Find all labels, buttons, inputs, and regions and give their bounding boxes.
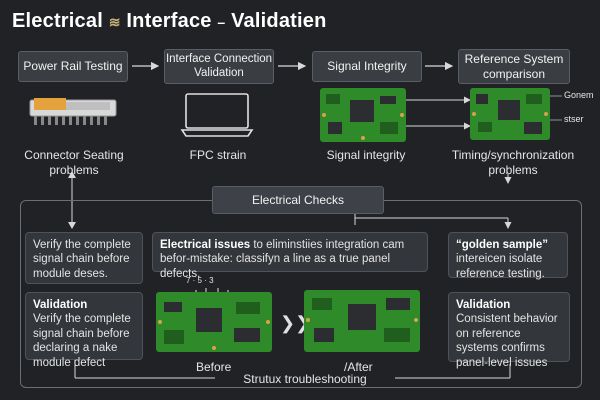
before-label: Before (196, 360, 232, 374)
step-power-rail-testing: Power Rail Testing (18, 51, 128, 82)
title-part-3: Validatien (231, 10, 327, 32)
step-interface-connection-validation: Interface Connection Validation (164, 49, 274, 84)
caption-connector-seating: Connector Seating problems (24, 148, 124, 177)
step-signal-integrity: Signal Integrity (312, 51, 422, 82)
ref-tag-top: Gonem (564, 90, 594, 100)
caption-fpc-strain: FPC strain (189, 148, 247, 162)
after-board (304, 290, 420, 352)
ref-tag-bottom: stser (564, 114, 584, 124)
validation-left-title: Validation (33, 299, 88, 311)
title-part-1: Electrical (12, 10, 103, 32)
electrical-checks-header: Electrical Checks (212, 186, 384, 214)
fpc-strain-icon (180, 93, 254, 137)
after-label: /After (344, 360, 373, 374)
title-separator-2: – (217, 14, 226, 30)
note-golden-sample: “golden sample” intereicen isolate refer… (448, 232, 568, 280)
electrical-issues-bold: Electrical issues (160, 239, 251, 251)
note-electrical-issues: Electrical issues to eliminstiies integr… (152, 232, 428, 280)
diagram-title: Electrical ≋ Interface – Validatien (12, 10, 327, 33)
title-separator-1: ≋ (108, 14, 121, 30)
compare-arrow-icon: ❯❯ (280, 313, 311, 333)
fpc-illustration (180, 92, 254, 138)
probe-labels: 7 · 5 · 3 (186, 276, 214, 285)
validation-right: Validation Consistent behavior on refere… (448, 292, 570, 369)
title-part-2: Interface (126, 10, 212, 32)
caption-timing-sync: Timing/synchronization problems (451, 148, 575, 177)
caption-signal-integrity: Signal integrity (326, 148, 406, 162)
signal-integrity-board (320, 88, 406, 142)
reference-board (470, 88, 550, 140)
connector-illustration (28, 94, 120, 128)
note-verify-chain: Verify the complete signal chain before … (25, 232, 143, 284)
step-reference-system-comparison: Reference System comparison (458, 49, 570, 84)
footer-troubleshooting: Strutux troubleshooting (215, 372, 395, 387)
golden-sample-bold: “golden sample” (456, 239, 549, 251)
validation-left: Validation Verify the complete signal ch… (25, 292, 143, 369)
before-board (156, 292, 272, 352)
validation-right-title: Validation (456, 299, 511, 311)
connector-icon (29, 98, 117, 125)
